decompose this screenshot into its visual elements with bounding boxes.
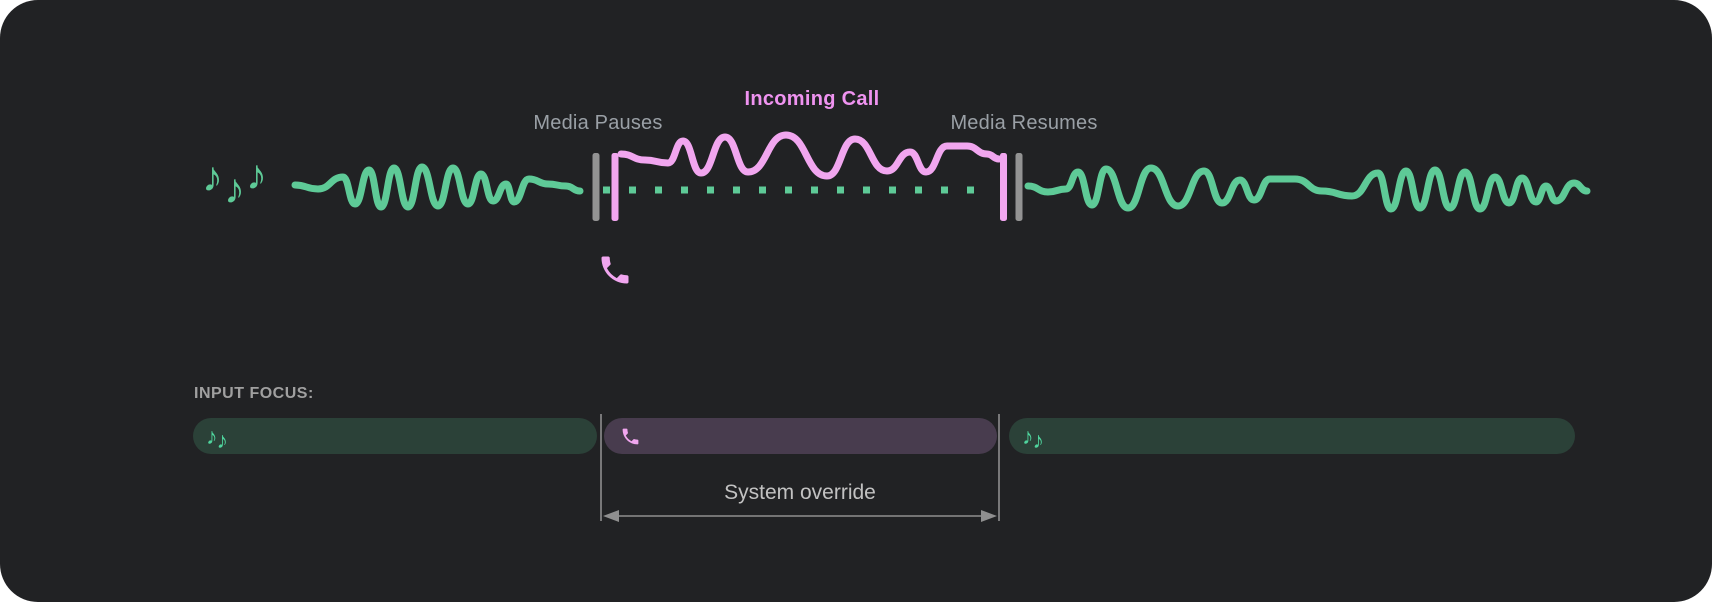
media-pause-marker-bar xyxy=(592,153,600,221)
media-resumes-label: Media Resumes xyxy=(950,112,1098,134)
music-notes-icon: ♪♪♪ xyxy=(202,151,268,210)
media-waveform-before xyxy=(291,163,584,211)
arrow-head-left xyxy=(603,510,619,522)
system-override-bracket xyxy=(600,414,1000,522)
music-note-glyph: ♪ xyxy=(202,153,224,200)
media-resume-marker-bar xyxy=(1015,153,1023,221)
music-note-glyph: ♪ xyxy=(246,151,268,198)
music-notes-icon: ♪♪ xyxy=(1022,422,1044,451)
call-end-marker-bar xyxy=(1000,153,1007,221)
music-note-glyph: ♪ xyxy=(206,422,217,449)
focus-bar-media-before: ♪♪ xyxy=(193,418,597,454)
system-override-label: System override xyxy=(724,481,876,504)
phone-icon xyxy=(622,428,639,444)
phone-icon xyxy=(601,256,629,284)
music-note-glyph: ♪ xyxy=(216,426,228,453)
music-note-glyph: ♪ xyxy=(1022,422,1033,449)
music-notes-icon: ♪♪ xyxy=(206,422,228,451)
media-pauses-label: Media Pauses xyxy=(533,112,663,134)
music-note-glyph: ♪ xyxy=(1032,426,1044,453)
input-focus-label: INPUT FOCUS: xyxy=(194,385,314,402)
incoming-call-label: Incoming Call xyxy=(744,88,880,110)
incoming-call-waveform xyxy=(617,131,1003,180)
focus-bar-media-after: ♪♪ xyxy=(1009,418,1575,454)
media-waveform-after xyxy=(1024,164,1591,213)
arrow-head-right xyxy=(981,510,997,522)
music-note-glyph: ♪ xyxy=(224,165,246,212)
call-start-marker-bar xyxy=(611,153,619,221)
focus-bar-call xyxy=(604,418,997,454)
